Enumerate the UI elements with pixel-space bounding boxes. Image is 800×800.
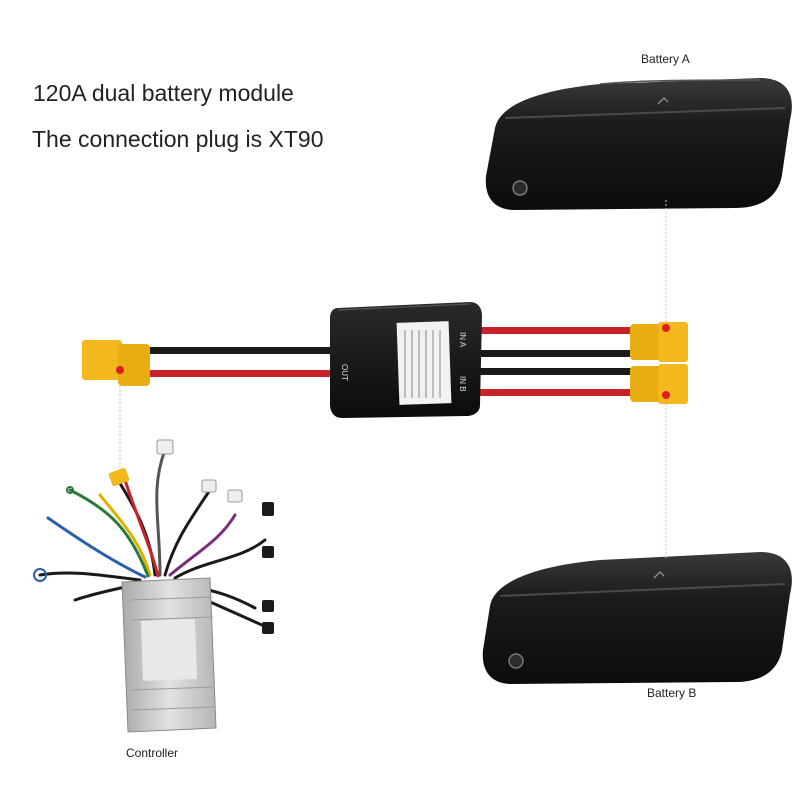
dual-battery-module-icon [330,302,482,418]
xt90-out-connector-icon [82,340,150,386]
xt90-in-b-connector-icon [630,364,688,404]
battery-b-pack-icon [482,552,792,684]
page-title: 120A dual battery module [33,80,294,106]
controller-label: Controller [126,746,179,760]
guide-lines [119,200,667,560]
xt90-in-a-connector-icon [630,322,688,362]
battery-b-label: Battery B [647,686,697,700]
page-subtitle: The connection plug is XT90 [32,126,324,152]
out-cable [145,347,335,377]
battery-a-label: Battery A [641,52,690,66]
motor-controller-icon [33,439,274,733]
battery-a-pack-icon [485,78,792,210]
in-cables [475,327,635,396]
